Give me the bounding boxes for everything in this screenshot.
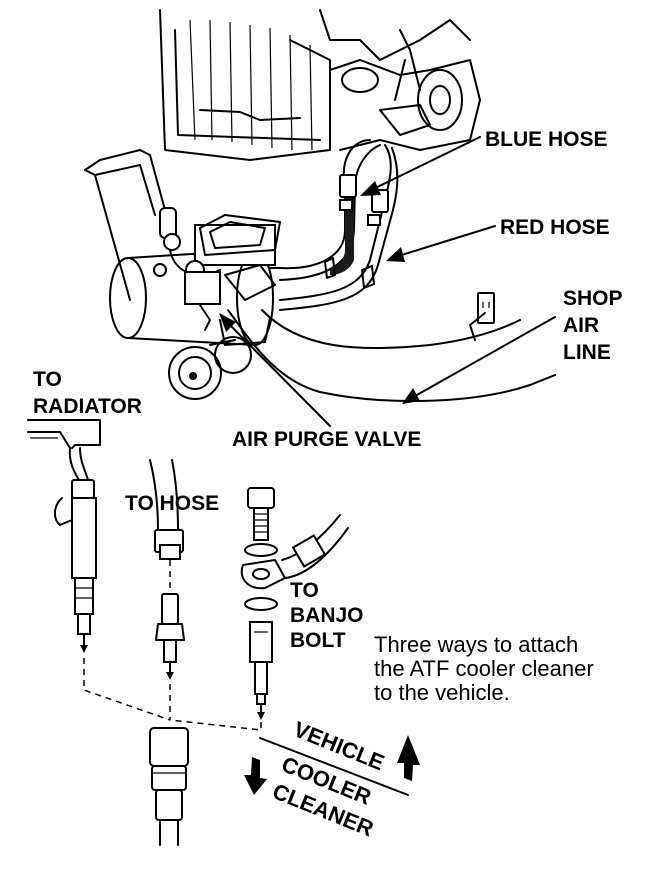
hose-fitting xyxy=(149,459,185,680)
connection-dashed-lines xyxy=(83,658,262,731)
blue-hose-label: BLUE HOSE xyxy=(485,128,608,151)
shop-air-line xyxy=(227,292,556,402)
shop-air-line-label-2: AIR xyxy=(563,314,599,337)
to-banjo-bolt-label-1: TO xyxy=(290,579,319,602)
description-line-3: to the vehicle. xyxy=(374,680,510,705)
compressor-illustration xyxy=(84,149,281,400)
red-hose-label: RED HOSE xyxy=(500,216,610,239)
up-arrow-icon xyxy=(397,735,420,781)
radiator-fitting xyxy=(27,419,101,653)
to-hose-label: TO HOSE xyxy=(125,492,219,515)
down-arrow-icon xyxy=(244,757,267,795)
to-radiator-label-1: TO xyxy=(33,368,62,391)
description-line-1: Three ways to attach xyxy=(374,632,578,657)
to-radiator-label-2: RADIATOR xyxy=(33,395,142,418)
to-banjo-bolt-label-2: BANJO xyxy=(290,604,364,627)
hose-pair xyxy=(269,139,399,311)
shop-air-line-label-3: LINE xyxy=(563,341,611,364)
to-banjo-bolt-label-3: BOLT xyxy=(290,629,346,652)
quick-coupler xyxy=(149,727,189,846)
shop-air-line-label-1: SHOP xyxy=(563,287,623,310)
air-purge-valve-label: AIR PURGE VALVE xyxy=(232,428,421,451)
engine-illustration xyxy=(159,9,481,161)
flow-direction-indicator: VEHICLE COOLER CLEANER xyxy=(244,716,420,842)
leader-arrows xyxy=(219,136,556,427)
description-line-2: the ATF cooler cleaner xyxy=(374,656,594,681)
banjo-bolt-fitting xyxy=(240,487,349,720)
